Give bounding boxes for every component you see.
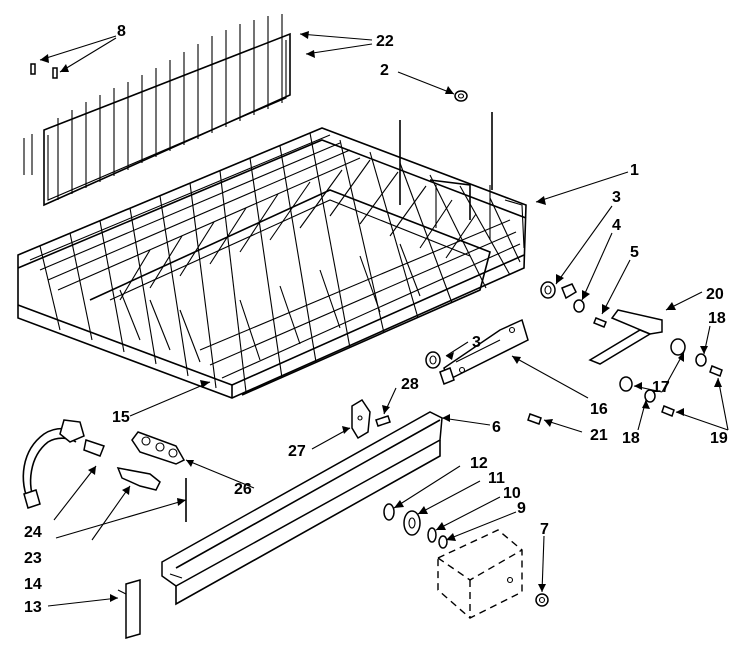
callout-4: 4 bbox=[612, 217, 621, 234]
callout-16: 16 bbox=[590, 401, 608, 418]
screw-21 bbox=[527, 413, 542, 425]
callout-15: 15 bbox=[112, 409, 130, 426]
callout-21: 21 bbox=[590, 427, 608, 444]
callout-18-upper: 18 bbox=[708, 310, 726, 327]
slide-bracket-16 bbox=[443, 318, 529, 382]
callout-13: 13 bbox=[24, 599, 42, 616]
washer-10 bbox=[427, 527, 437, 543]
callout-23: 23 bbox=[24, 550, 42, 567]
callout-14: 14 bbox=[24, 576, 42, 593]
clip-13 bbox=[125, 579, 141, 639]
callout-20: 20 bbox=[706, 286, 724, 303]
screw-19-lower bbox=[661, 405, 675, 417]
roller-3-upper bbox=[540, 281, 556, 299]
callout-3-lower: 3 bbox=[472, 334, 481, 351]
tine-rack-insert bbox=[23, 14, 291, 207]
washer-9 bbox=[438, 535, 448, 549]
callout-22: 22 bbox=[376, 33, 394, 50]
callout-11: 11 bbox=[488, 470, 505, 487]
callout-3-upper: 3 bbox=[612, 189, 621, 206]
callout-24: 24 bbox=[24, 524, 42, 541]
screw-5 bbox=[593, 317, 607, 328]
callout-9: 9 bbox=[517, 500, 526, 517]
callout-19: 19 bbox=[710, 430, 728, 447]
bumper-2 bbox=[454, 90, 468, 102]
callout-27: 27 bbox=[288, 443, 306, 460]
bracket-20 bbox=[610, 309, 663, 335]
rack-pins bbox=[30, 63, 58, 79]
callout-5: 5 bbox=[630, 244, 639, 261]
callout-labels: 8 22 2 1 3 4 5 20 18 3 28 17 16 15 6 21 … bbox=[24, 23, 728, 616]
roller-17-upper bbox=[670, 338, 686, 356]
callout-26: 26 bbox=[234, 481, 252, 498]
callout-1: 1 bbox=[630, 162, 639, 179]
nut-7 bbox=[535, 593, 549, 607]
callout-18-lower: 18 bbox=[622, 430, 640, 447]
hub-12 bbox=[383, 503, 395, 521]
roller-3-lower bbox=[425, 351, 441, 369]
cam-26 bbox=[131, 431, 186, 465]
pin-28 bbox=[375, 415, 391, 427]
dish-rack bbox=[17, 112, 527, 399]
callout-7: 7 bbox=[540, 521, 549, 538]
callout-2: 2 bbox=[380, 62, 389, 79]
roller-17-lower bbox=[619, 376, 633, 392]
callout-28: 28 bbox=[401, 376, 419, 393]
washer-18-upper bbox=[695, 353, 707, 367]
callout-10: 10 bbox=[503, 485, 521, 502]
callout-6: 6 bbox=[492, 419, 501, 436]
callout-17: 17 bbox=[652, 379, 670, 396]
arrowheads bbox=[40, 31, 722, 602]
callout-8: 8 bbox=[117, 23, 126, 40]
washer-4 bbox=[573, 299, 585, 313]
rail-6 bbox=[161, 411, 443, 606]
housing-outline bbox=[437, 529, 523, 619]
clip-27 bbox=[351, 398, 371, 440]
callout-12: 12 bbox=[470, 455, 488, 472]
bracket-23 bbox=[116, 467, 161, 491]
harness-24 bbox=[22, 419, 105, 509]
washer-18-lower bbox=[644, 389, 656, 403]
gear-11 bbox=[403, 510, 421, 536]
screw-19-upper bbox=[709, 365, 723, 377]
